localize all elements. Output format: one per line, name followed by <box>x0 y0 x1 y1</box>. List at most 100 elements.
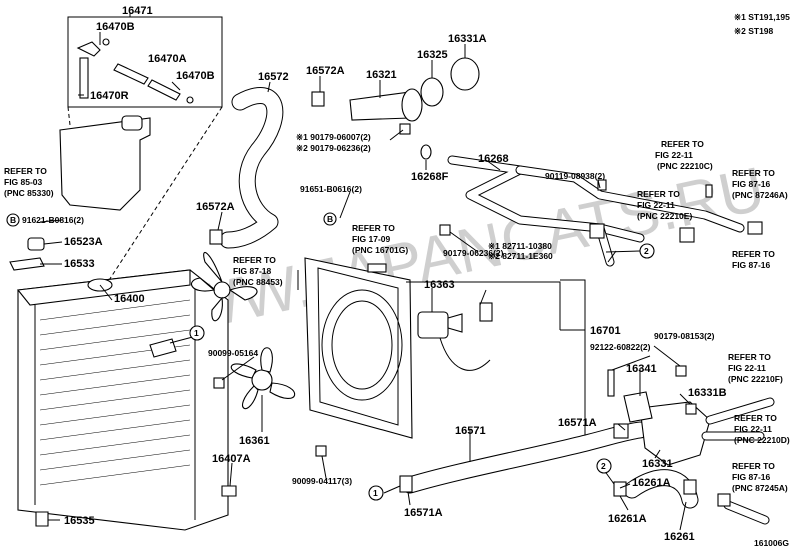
label-16261A-top[interactable]: 16261A <box>632 477 671 489</box>
bypass-pipe-part[interactable] <box>448 156 644 242</box>
lower-radiator-hose-part[interactable] <box>402 422 648 493</box>
label-90099-04117[interactable]: 90099-04117(3) <box>292 476 352 486</box>
inlet-gasket-part[interactable] <box>623 391 653 423</box>
stud-bolt-part[interactable] <box>607 369 615 397</box>
label-90179-06007[interactable]: ※1 90179-06007(2) <box>296 132 371 142</box>
svg-text:(PNC 87245A): (PNC 87245A) <box>732 483 788 493</box>
water-inlet-part[interactable] <box>639 401 711 466</box>
label-16572A-top[interactable]: 16572A <box>306 65 345 77</box>
label-16701[interactable]: 16701 <box>590 325 621 337</box>
pipe-bracket-right[interactable] <box>679 227 695 243</box>
pipe-bolt-part[interactable] <box>597 179 607 191</box>
ref-fig-87-16-b[interactable]: REFER TO FIG 87-16 <box>732 249 775 270</box>
radiator-support-bracket[interactable] <box>9 257 45 271</box>
label-16407A[interactable]: 16407A <box>212 453 251 465</box>
radiator-inlet-part[interactable] <box>149 338 177 358</box>
label-91621-B0816[interactable]: 91621-B0816(2) <box>22 215 84 225</box>
svg-text:FIG 22-11: FIG 22-11 <box>728 363 766 373</box>
ref-fig-85-03[interactable]: REFER TO FIG 85-03 (PNC 85330) <box>4 166 54 198</box>
ref-fig-22-11-e[interactable]: REFER TO FIG 22-11 (PNC 22210E) <box>637 189 692 221</box>
label-16331[interactable]: 16331 <box>642 458 673 470</box>
clip-part-top[interactable] <box>102 38 110 46</box>
radiator-mount-cushion[interactable] <box>27 237 45 251</box>
clip-part[interactable] <box>186 96 194 104</box>
label-16571A-right[interactable]: 16571A <box>558 417 597 429</box>
fan-shroud-part[interactable] <box>304 257 413 439</box>
label-16572A-mid[interactable]: 16572A <box>196 201 235 213</box>
hose-clamp-mid[interactable] <box>209 229 223 245</box>
label-16471[interactable]: 16471 <box>122 5 153 17</box>
label-16321[interactable]: 16321 <box>366 69 397 81</box>
label-16363[interactable]: 16363 <box>424 279 455 291</box>
ref-fig-87-16-a[interactable]: REFER TO FIG 87-16 (PNC 87246A) <box>732 168 788 200</box>
label-92122-60822[interactable]: 92122-60822(2) <box>590 342 651 352</box>
thermostat-part[interactable] <box>450 57 480 91</box>
shroud-bolt-part[interactable] <box>315 445 327 457</box>
reservoir-cap-fitting[interactable] <box>76 41 101 57</box>
label-16331A[interactable]: 16331A <box>448 33 487 45</box>
label-16470B-a[interactable]: 16470B <box>96 21 135 33</box>
ref-fig-17-09[interactable]: REFER TO FIG 17-09 (PNC 16701G) <box>352 223 408 255</box>
ref-fig-22-11-c[interactable]: REFER TO FIG 22-11 (PNC 22210C) <box>655 139 713 171</box>
lower-mount-cushion[interactable] <box>35 511 49 527</box>
label-16571[interactable]: 16571 <box>455 425 486 437</box>
label-16470A[interactable]: 16470A <box>148 53 187 65</box>
label-16571A-bottom[interactable]: 16571A <box>404 507 443 519</box>
fan-motor-group <box>417 302 493 371</box>
label-16533[interactable]: 16533 <box>64 258 95 270</box>
ref-fig-22-11-f[interactable]: REFER TO FIG 22-11 (PNC 22210F) <box>728 352 783 384</box>
thermostat-gasket-part[interactable] <box>420 77 444 107</box>
outlet-bolt-part[interactable] <box>399 123 411 135</box>
fan-motor-part[interactable] <box>417 311 449 339</box>
label-16331B[interactable]: 16331B <box>688 387 727 399</box>
label-16261A-bottom[interactable]: 16261A <box>608 513 647 525</box>
svg-text:FIG 22-11: FIG 22-11 <box>734 424 772 434</box>
svg-text:FIG 87-18: FIG 87-18 <box>233 266 272 276</box>
label-16535[interactable]: 16535 <box>64 515 95 527</box>
label-16361[interactable]: 16361 <box>239 435 270 447</box>
motor-connector-part[interactable] <box>479 302 493 322</box>
pipe-nut-part[interactable] <box>439 224 451 236</box>
label-16470B-b[interactable]: 16470B <box>176 70 215 82</box>
drain-cock-plug[interactable] <box>221 485 237 497</box>
label-90119-08938[interactable]: 90119-08938(2) <box>545 171 605 181</box>
label-16470R[interactable]: 16470R <box>90 90 129 102</box>
label-90179-06236-a[interactable]: ※2 90179-06236(2) <box>296 143 371 153</box>
label-16325[interactable]: 16325 <box>417 49 448 61</box>
lower-hose-clamp-left[interactable] <box>399 475 413 493</box>
reservoir-hose-a-part[interactable] <box>113 63 149 85</box>
svg-text:REFER TO: REFER TO <box>637 189 680 199</box>
label-16268F[interactable]: 16268F <box>411 171 449 183</box>
upper-radiator-hose-part[interactable] <box>220 88 283 248</box>
label-16523A[interactable]: 16523A <box>64 236 103 248</box>
ref-fig-87-16-c[interactable]: REFER TO FIG 87-16 (PNC 87245A) <box>732 461 788 493</box>
label-82711-1E360[interactable]: ※2 82711-1E360 <box>488 251 553 261</box>
bypass-hose-clamp-a[interactable] <box>613 481 627 497</box>
label-82711-10380[interactable]: ※1 82711-10380 <box>488 241 552 251</box>
label-90099-05164[interactable]: 90099-05164 <box>208 348 258 358</box>
reservoir-tank-part[interactable] <box>59 117 151 211</box>
label-16341[interactable]: 16341 <box>626 363 657 375</box>
label-16268[interactable]: 16268 <box>478 153 509 165</box>
label-91651-B0616[interactable]: 91651-B0616(2) <box>300 184 362 194</box>
lower-hose-clamp-right[interactable] <box>613 423 629 439</box>
pipe-clamp-right[interactable] <box>747 221 763 235</box>
inlet-bolt-part[interactable] <box>685 403 697 415</box>
reservoir-hose-part[interactable] <box>79 57 89 99</box>
hose-clamp-upper[interactable] <box>311 91 325 107</box>
pipe-bracket-part[interactable] <box>589 223 605 239</box>
inlet-nut-part[interactable] <box>675 365 687 377</box>
ref-fig-87-18[interactable]: REFER TO FIG 87-18 (PNC 88453) <box>233 255 283 287</box>
variant-note-2: ※2 ST198 <box>734 26 774 36</box>
label-16572[interactable]: 16572 <box>258 71 289 83</box>
label-90179-06236-b[interactable]: 90179-06236(2) <box>443 248 504 258</box>
label-90179-08153[interactable]: 90179-08153(2) <box>654 331 715 341</box>
fan-nut-part[interactable] <box>213 377 225 389</box>
bypass-hose-clamp-b[interactable] <box>683 479 697 495</box>
reservoir-hose-b-part[interactable] <box>147 79 181 101</box>
ref-fig-22-11-d[interactable]: REFER TO FIG 22-11 (PNC 22210D) <box>734 413 790 445</box>
label-16400[interactable]: 16400 <box>114 293 145 305</box>
label-16261[interactable]: 16261 <box>664 531 695 543</box>
reservoir-cap-part[interactable] <box>121 115 143 131</box>
pipe-gasket-part[interactable] <box>420 144 432 160</box>
